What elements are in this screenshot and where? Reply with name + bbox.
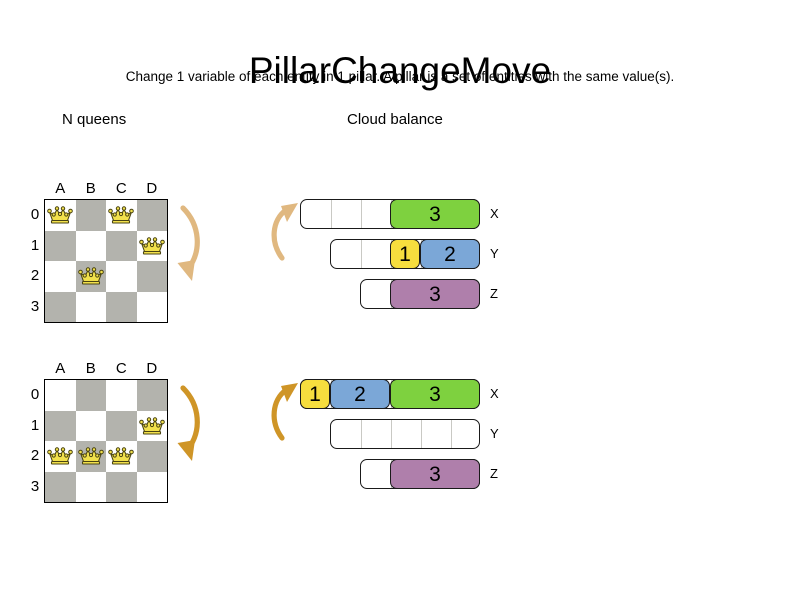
cloud-before-arrow — [268, 198, 304, 264]
nqueens-before-arrow — [172, 203, 206, 283]
cloud-process-block-3[interactable]: 3 — [390, 379, 480, 409]
board-cell-b3[interactable] — [75, 471, 106, 502]
section-heading-nqueens: N queens — [62, 111, 127, 128]
board-cell-c2[interactable] — [106, 441, 137, 472]
cloud-process-block-1[interactable]: 1 — [300, 379, 330, 409]
cloud-process-block-3[interactable]: 3 — [390, 279, 480, 309]
board-cell-a2[interactable] — [45, 261, 76, 292]
board-cell-a3[interactable] — [45, 291, 76, 322]
chessboard-grid: A B C D 0 1 2 3 — [31, 361, 168, 503]
board-column-label-c: C — [115, 360, 127, 377]
board-row-label-1: 1 — [30, 416, 40, 434]
cloud-process-block-3[interactable]: 3 — [390, 199, 480, 229]
board-cell-c0[interactable] — [106, 200, 137, 231]
cloud-bar-slot-divider — [361, 420, 362, 448]
board-cell-c1[interactable] — [106, 230, 137, 261]
board-cell-a1[interactable] — [45, 230, 76, 261]
board-cell-c2[interactable] — [106, 261, 137, 292]
cloud-process-block-3[interactable]: 3 — [390, 459, 480, 489]
board-column-label-b: B — [85, 360, 96, 377]
nqueens-after-board: A B C D 0 1 2 3 — [31, 361, 168, 503]
board-cell-b2[interactable] — [75, 261, 106, 292]
board-column-label-d: D — [146, 180, 158, 197]
board-column-label-b: B — [85, 180, 96, 197]
board-row-label-3: 3 — [30, 477, 40, 495]
board-cell-d2[interactable] — [136, 261, 167, 292]
board-cell-a3[interactable] — [45, 471, 76, 502]
board-cell-d1[interactable] — [136, 410, 167, 441]
cloud-bar-slot-divider — [361, 200, 362, 228]
board-cell-b2[interactable] — [75, 441, 106, 472]
cloud-bar-slot-divider — [451, 420, 452, 448]
board-row-label-2: 2 — [30, 267, 40, 284]
nqueens-after-arrow — [172, 383, 206, 463]
cloud-computer-label-y: Y — [490, 426, 499, 441]
board-row-label-3: 3 — [30, 297, 40, 315]
board-cell-c3[interactable] — [106, 291, 137, 322]
cloud-computer-label-z: Z — [490, 466, 498, 481]
cloud-bar-slot-divider — [331, 200, 332, 228]
cloud-bar-slot-divider — [391, 420, 392, 448]
board-cell-d3[interactable] — [136, 291, 167, 322]
cloud-bar-row-y: Y — [300, 419, 500, 449]
board-column-label-c: C — [115, 180, 127, 197]
cloud-computer-label-y: Y — [490, 246, 499, 261]
board-cell-b0[interactable] — [75, 200, 106, 231]
cloud-process-block-2[interactable]: 2 — [420, 239, 480, 269]
board-cell-d2[interactable] — [136, 441, 167, 472]
cloud-computer-label-x: X — [490, 386, 499, 401]
board-cell-b3[interactable] — [75, 291, 106, 322]
board-cell-c0[interactable] — [106, 380, 137, 411]
board-cell-c3[interactable] — [106, 471, 137, 502]
cloud-bar-slot-divider — [421, 420, 422, 448]
board-cell-d0[interactable] — [136, 200, 167, 231]
board-cell-b1[interactable] — [75, 410, 106, 441]
board-row-label-1: 1 — [30, 236, 40, 254]
board-cell-a0[interactable] — [45, 380, 76, 411]
cloud-bar-shell-y[interactable] — [330, 419, 480, 449]
page-title: PillarChangeMove — [248, 49, 552, 91]
nqueens-before-board: A B C D 0 1 2 3 — [31, 181, 168, 323]
board-cell-d1[interactable] — [136, 230, 167, 261]
board-row-label-0: 0 — [30, 206, 40, 223]
board-cell-c1[interactable] — [106, 410, 137, 441]
cloud-after-arrow — [268, 378, 304, 444]
section-heading-cloud: Cloud balance — [347, 111, 443, 128]
cloud-computer-label-z: Z — [490, 286, 498, 301]
board-cell-a0[interactable] — [45, 200, 76, 231]
board-cell-d3[interactable] — [136, 471, 167, 502]
board-cell-b0[interactable] — [75, 380, 106, 411]
cloud-bar-slot-divider — [361, 240, 362, 268]
board-cell-d0[interactable] — [136, 380, 167, 411]
board-column-label-d: D — [146, 360, 158, 377]
board-row-label-2: 2 — [30, 447, 40, 464]
board-cell-a1[interactable] — [45, 410, 76, 441]
chessboard-grid: A B C D 0 1 2 3 — [31, 181, 168, 323]
board-column-label-a: A — [55, 360, 66, 377]
board-column-label-a: A — [55, 180, 66, 197]
board-row-label-0: 0 — [30, 386, 40, 403]
board-cell-b1[interactable] — [75, 230, 106, 261]
page-subtitle: Change 1 variable of each entity in 1 pi… — [125, 69, 675, 84]
cloud-computer-label-x: X — [490, 206, 499, 221]
cloud-process-block-2[interactable]: 2 — [330, 379, 390, 409]
board-cell-a2[interactable] — [45, 441, 76, 472]
cloud-process-block-1[interactable]: 1 — [390, 239, 420, 269]
